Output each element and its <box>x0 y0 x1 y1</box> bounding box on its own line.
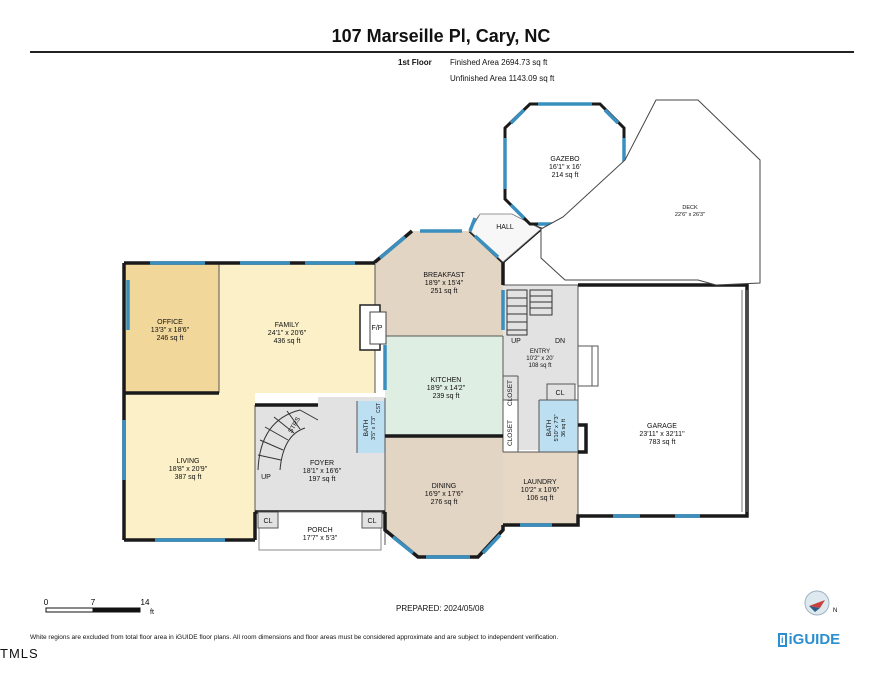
foyer-area <box>255 397 385 512</box>
living-dims: 18'8" x 20'9" <box>169 466 208 473</box>
family-area-text: 436 sq ft <box>274 338 301 345</box>
kitchen-name: KITCHEN <box>431 377 462 384</box>
iguide-logo-box: i <box>778 633 787 648</box>
prepared-date: PREPARED: 2024/05/08 <box>396 604 484 613</box>
porch-outline <box>258 511 382 551</box>
curved-stairs <box>257 409 319 471</box>
living-area <box>124 393 255 540</box>
up-entry: UP <box>511 338 521 345</box>
scale-unit: ft <box>150 609 154 616</box>
gazebo-name: GAZEBO <box>550 156 580 163</box>
gazebo-dims: 16'1" x 16' <box>549 164 581 171</box>
dining-area-text: 276 sq ft <box>431 499 458 506</box>
family-dims: 24'1" x 20'6" <box>268 330 307 337</box>
entry-dims: 10'2" x 20' <box>526 356 553 362</box>
iguide-logo-text: iGUIDE <box>788 631 841 648</box>
entry-area <box>503 285 578 450</box>
family-name: FAMILY <box>275 322 300 329</box>
deck-name: DECK <box>682 205 698 211</box>
office-area-text: 246 sq ft <box>157 335 184 342</box>
unfinished-area: Unfinished Area 1143.09 sq ft <box>450 74 555 83</box>
laundry-dims: 10'2" x 10'6" <box>521 487 560 494</box>
bath1-dims: 3'5" x 7'3" <box>371 416 377 440</box>
garage-area-text: 783 sq ft <box>649 439 676 446</box>
garage-name: GARAGE <box>647 423 677 430</box>
garage-dims: 23'11" x 32'11" <box>639 431 685 438</box>
dining-name: DINING <box>432 483 457 490</box>
laundry-name: LAUNDRY <box>523 479 557 486</box>
deck-dims: 22'6" x 26'3" <box>675 212 705 218</box>
breakfast-area-text: 251 sq ft <box>431 288 458 295</box>
cl-foyer-left: CL <box>264 518 273 525</box>
living-name: LIVING <box>177 458 200 465</box>
foyer-name: FOYER <box>310 460 334 467</box>
bath1-area <box>357 401 385 453</box>
bath2-name: BATH <box>546 419 553 436</box>
dining-area <box>385 436 503 557</box>
scale-tick-0: 0 <box>44 598 49 607</box>
compass-icon: N <box>804 590 837 616</box>
laundry-area-text: 106 sq ft <box>527 495 554 502</box>
dn-entry: DN <box>555 338 565 345</box>
office-area <box>124 263 219 393</box>
bath2-area-text: 36 sq ft <box>561 419 567 438</box>
dining-dims: 16'9" x 17'6" <box>425 491 464 498</box>
hall-name: HALL <box>496 224 514 231</box>
family-area <box>219 263 375 393</box>
finished-area: Finished Area 2694.73 sq ft <box>450 58 548 67</box>
cst-label: CST <box>376 403 382 413</box>
office-name: OFFICE <box>157 319 183 326</box>
kitchen-area <box>385 336 503 436</box>
breakfast-area <box>375 231 503 336</box>
closet-label-lower: CLOSET <box>507 420 514 446</box>
bath2-dims: 5'10" x 7'3" <box>554 414 560 441</box>
cl-entry: CL <box>556 390 565 397</box>
compass-n: N <box>833 608 837 614</box>
breakfast-dims: 18'9" x 15'4" <box>425 280 464 287</box>
porch-dims: 17'7" x 5'3" <box>303 535 338 542</box>
kitchen-area-text: 239 sq ft <box>433 393 460 400</box>
office-dims: 13'3" x 18'6" <box>151 327 190 334</box>
scale-bar: 0 7 14 ft <box>44 598 154 616</box>
breakfast-name: BREAKFAST <box>423 272 465 279</box>
page-title: 107 Marseille Pl, Cary, NC <box>331 26 551 46</box>
foyer-dims: 18'1" x 16'6" <box>303 468 342 475</box>
entry-name: ENTRY <box>530 349 550 355</box>
living-area-text: 387 sq ft <box>175 474 202 481</box>
header-divider <box>30 51 854 53</box>
kitchen-dims: 18'9" x 14'2" <box>427 385 466 392</box>
closet-label-upper: CLOSET <box>507 380 514 406</box>
bath2-area <box>539 400 578 452</box>
mls-logo: TMLS <box>0 646 39 661</box>
deck-outline <box>540 99 761 286</box>
scale-tick-14: 14 <box>141 598 150 607</box>
scale-tick-7: 7 <box>91 598 96 607</box>
gazebo-area: 214 sq ft <box>552 172 579 179</box>
porch-name: PORCH <box>307 527 332 534</box>
laundry-area <box>503 452 578 525</box>
cl-foyer-right: CL <box>368 518 377 525</box>
bath1-name: BATH <box>363 419 370 436</box>
disclaimer: White regions are excluded from total fl… <box>30 634 559 641</box>
floor-label: 1st Floor <box>398 58 432 67</box>
entry-area-text: 108 sq ft <box>528 363 551 369</box>
fp-label: F/P <box>372 325 383 332</box>
up-foyer: UP <box>261 474 271 481</box>
foyer-area-text: 197 sq ft <box>309 476 336 483</box>
entry-stairs <box>506 289 553 336</box>
